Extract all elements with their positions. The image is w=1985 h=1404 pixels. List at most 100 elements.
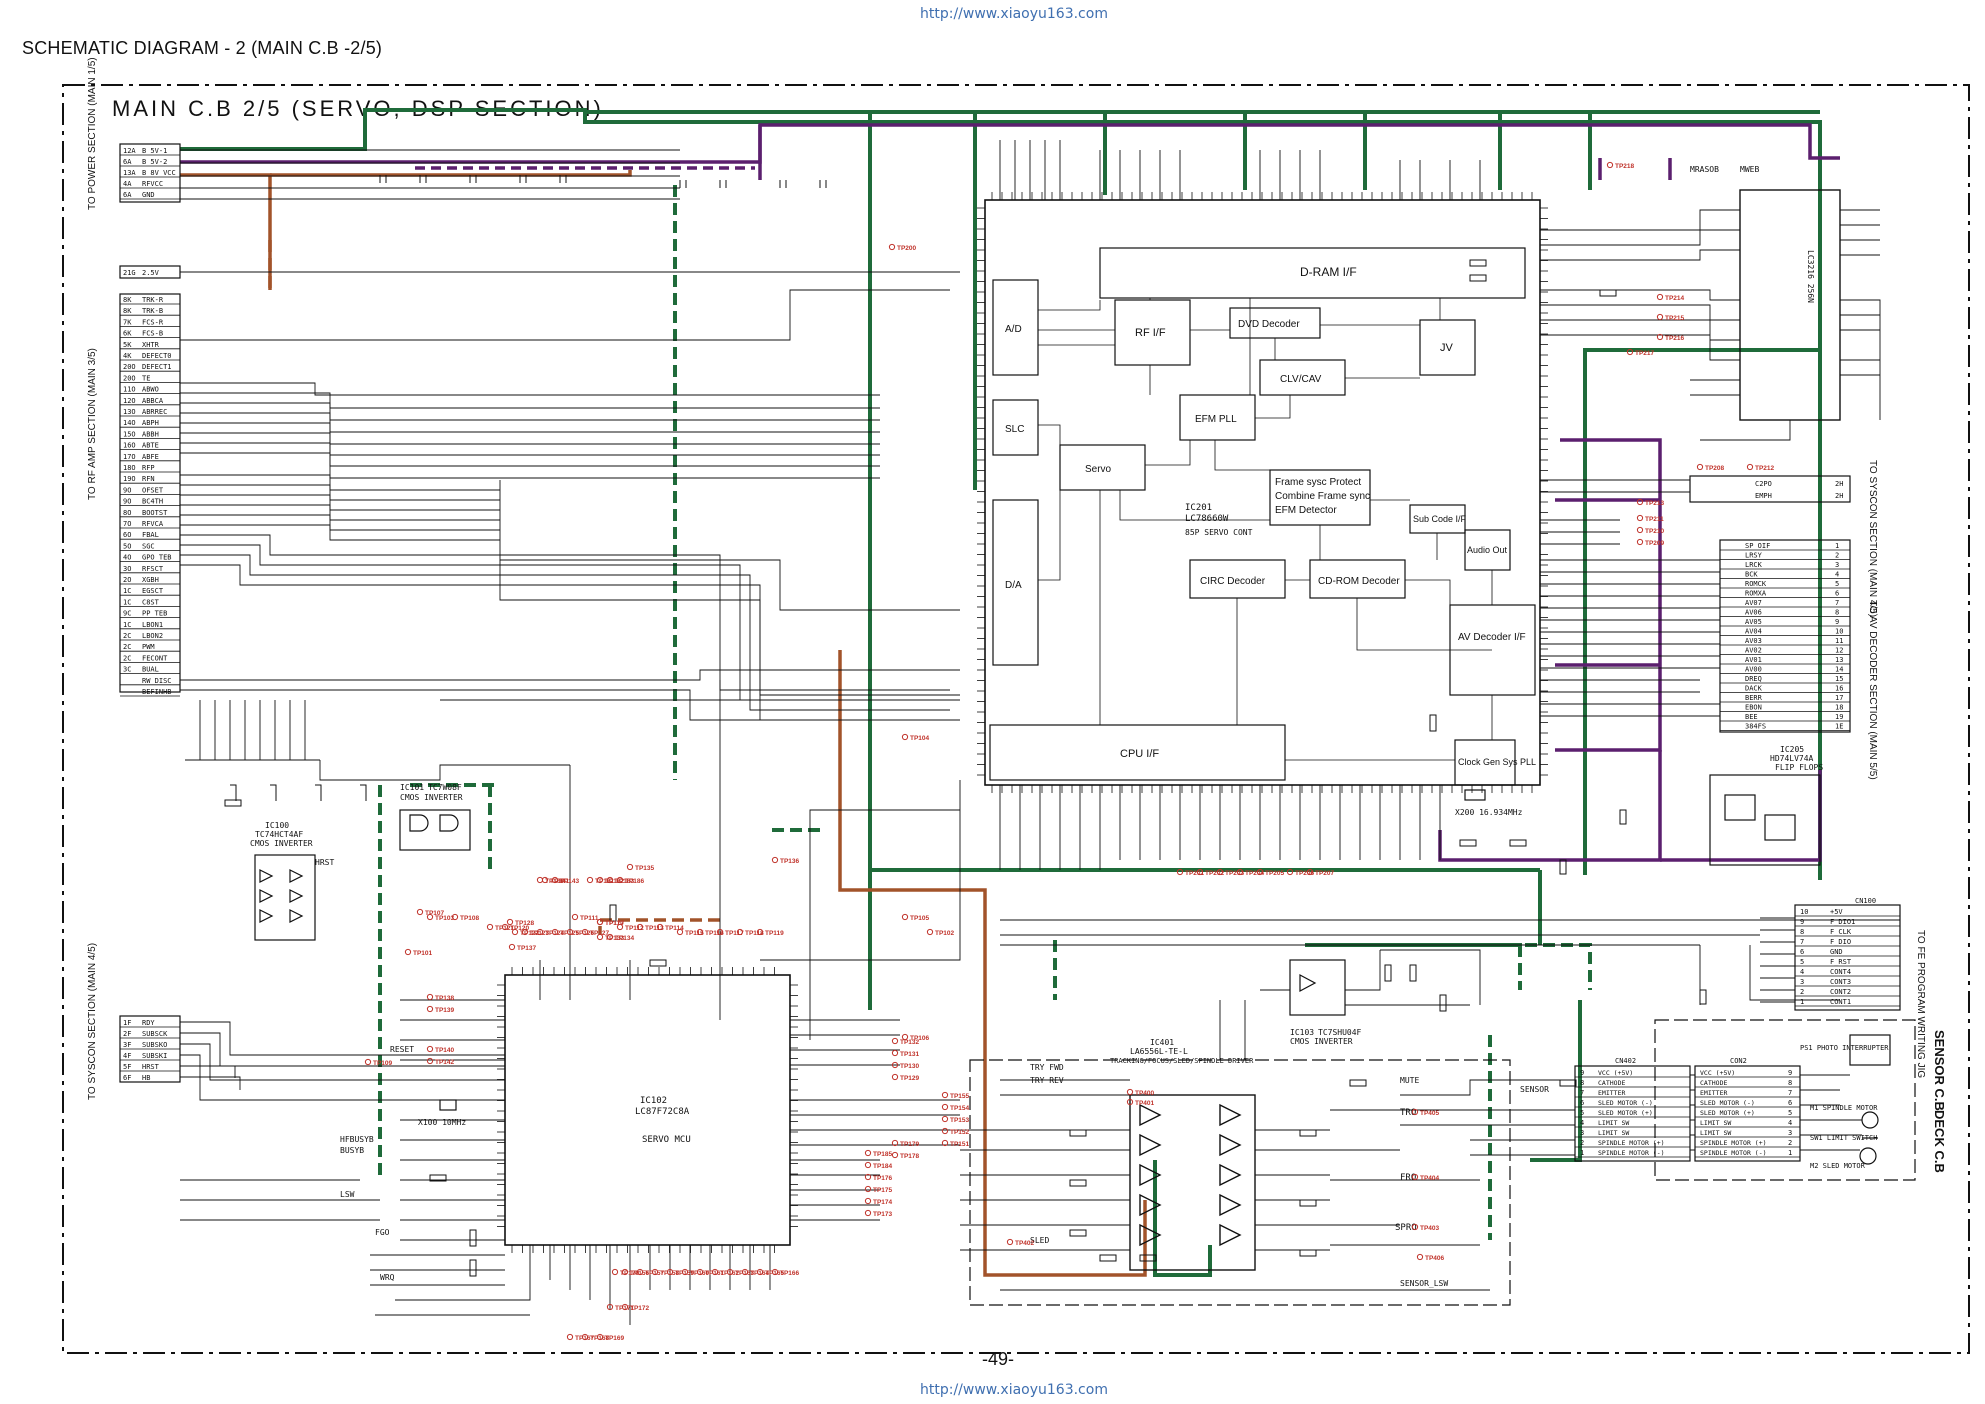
cn402-pin: 7 (1580, 1089, 1584, 1097)
power-pin: 12A (123, 147, 136, 155)
top-url[interactable]: http://www.xiaoyu163.com (920, 6, 1108, 22)
av-pin: 13 (1835, 656, 1843, 664)
test-point-marker (606, 933, 614, 941)
net-mraso: MRASOB (1690, 165, 1719, 174)
test-point-label: TP210 (1645, 528, 1665, 535)
test-point-marker (1176, 868, 1184, 876)
test-point-label: TP215 (1665, 315, 1685, 322)
test-point-marker (426, 993, 434, 1001)
test-point-marker (596, 933, 604, 941)
rf-pin: 5O (123, 542, 131, 550)
av-pin: 1E (1835, 723, 1843, 731)
block-da (992, 499, 1039, 666)
block-ad (992, 279, 1039, 376)
con2-name: CON2 (1730, 1057, 1747, 1065)
net-crystal2: X200 16.934MHz (1455, 808, 1523, 817)
block-label-jv: JV (1440, 342, 1454, 354)
cn402-pin: 3 (1580, 1129, 1584, 1137)
con2-signal: SLED MOTOR (+) (1700, 1109, 1755, 1117)
test-point-label: TP139 (435, 1007, 455, 1014)
test-point-marker (1416, 1253, 1424, 1261)
rf-signal: OFSET (142, 486, 164, 494)
rf-pin: 7K (123, 318, 132, 326)
test-point-marker (501, 923, 509, 931)
syscon-right-pin: 2H (1835, 480, 1843, 488)
test-point-marker (566, 1333, 574, 1341)
test-point-marker (511, 928, 519, 936)
test-point-label: TP171 (615, 1305, 635, 1312)
av-signal: AV00 (1745, 666, 1762, 674)
test-point-label: TP160 (690, 1270, 710, 1277)
ic103-name: IC103 (1290, 1028, 1314, 1037)
rf-signal: ABBH (142, 430, 159, 438)
test-point-marker (536, 876, 544, 884)
conn-2p5v-signal: 2.5V (142, 269, 160, 277)
rf-signal: XHTR (142, 341, 160, 349)
cn100-signal: CONT1 (1830, 998, 1851, 1006)
test-point-label: TP208 (1705, 465, 1725, 472)
ic201-internal-wires (1038, 298, 1493, 761)
block-slc (992, 399, 1039, 456)
cn100-box (1794, 904, 1901, 1011)
test-point-marker (891, 1139, 899, 1147)
test-point-label: TP131 (900, 1051, 920, 1058)
rf-signal: FECONT (142, 654, 168, 662)
test-point-marker (636, 1268, 644, 1276)
block-label-da: D/A (1005, 580, 1022, 591)
con2-pin: 5 (1788, 1109, 1792, 1117)
cn100-signal: GND (1830, 948, 1843, 956)
test-point-marker (1636, 538, 1644, 546)
test-point-label: TP174 (873, 1199, 893, 1206)
test-point-marker (1411, 1173, 1419, 1181)
net-sled: SLED (1030, 1236, 1049, 1245)
test-point-label: TP185 (873, 1151, 893, 1158)
ic102-part: LC87F72C8A (635, 1107, 690, 1117)
test-point-label: TP163 (735, 1270, 755, 1277)
av-signal: SP OIF (1745, 542, 1770, 550)
purple-rails (180, 123, 1840, 862)
cn402-signal: SLED MOTOR (-) (1598, 1099, 1653, 1107)
cn402-signal: SPINDLE MOTOR (+) (1598, 1139, 1665, 1147)
bottom-url[interactable]: http://www.xiaoyu163.com (920, 1382, 1108, 1398)
ic101-body (399, 809, 471, 851)
test-point-marker (596, 1333, 604, 1341)
test-point-marker (711, 1268, 719, 1276)
test-point-label: TP182 (605, 878, 625, 885)
cn402-signal: SLED MOTOR (+) (1598, 1109, 1653, 1117)
test-point-marker (864, 1161, 872, 1169)
av-pin: 17 (1835, 694, 1843, 702)
test-point-marker (404, 948, 412, 956)
syscon-right-box (1689, 475, 1851, 503)
av-signal: AV06 (1745, 609, 1762, 617)
syscon-pin: 1F (123, 1019, 131, 1027)
cn402-pin: 9 (1580, 1069, 1584, 1077)
con2-signal: LIMIT SW (1700, 1119, 1731, 1127)
rf-signal: RFSCT (142, 565, 164, 573)
ic205-name: IC205 (1780, 745, 1804, 754)
rf-signal: FCS-R (142, 318, 164, 326)
test-point-marker (566, 928, 574, 936)
syscon-pin: 3F (123, 1041, 131, 1049)
rf-signal: RW_DISC (142, 677, 172, 685)
rf-signal: EGSCT (142, 587, 164, 595)
test-point-label: TP177 (605, 920, 625, 927)
con2-pin: 1 (1788, 1149, 1792, 1157)
test-point-label: TP156 (630, 1270, 650, 1277)
rf-pin: 19O (123, 475, 136, 483)
test-point-marker (1626, 348, 1634, 356)
power-signal: RFVCC (142, 180, 163, 188)
test-point-label: TP405 (1420, 1110, 1440, 1117)
test-point-label: TP122 (520, 930, 540, 937)
test-point-label: TP133 (605, 935, 625, 942)
test-point-label: TP113 (645, 925, 664, 932)
test-point-marker (621, 1268, 629, 1276)
block-label-frame-sync: Frame sysc Protect (1275, 477, 1361, 488)
test-point-label: TP137 (517, 945, 537, 952)
av-pin: 5 (1835, 580, 1839, 588)
syscon-right-signal: C2PO (1755, 480, 1772, 488)
cn100-pin: 10 (1800, 908, 1808, 916)
test-point-label: TP127 (590, 930, 610, 937)
test-point-marker (696, 1268, 704, 1276)
test-point-label: TP207 (1315, 870, 1335, 877)
con2-signal: CATHODE (1700, 1079, 1727, 1087)
